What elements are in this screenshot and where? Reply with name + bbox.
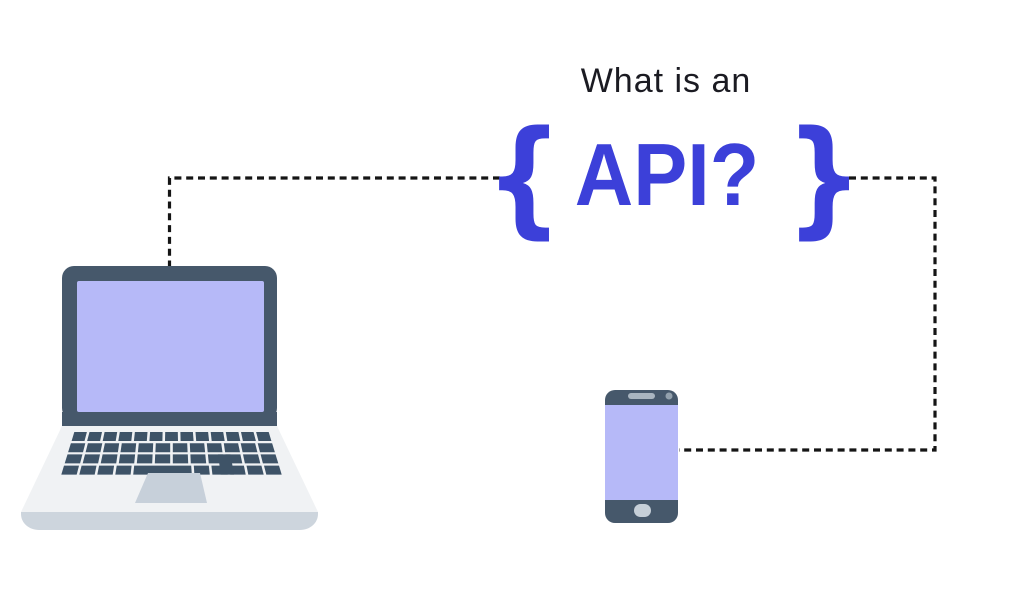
- laptop-base-edge: [21, 512, 318, 530]
- right-brace-icon: }: [785, 102, 863, 251]
- laptop-keyboard: [61, 432, 282, 475]
- phone-camera: [665, 392, 673, 400]
- phone-speaker: [628, 393, 655, 399]
- laptop-trackpad: [135, 473, 207, 503]
- phone-home-button: [634, 504, 651, 517]
- laptop-screen: [77, 281, 264, 412]
- laptop-connector-line: [167, 176, 500, 268]
- title-prefix: What is an: [580, 62, 752, 100]
- phone-screen: [605, 405, 678, 500]
- laptop-icon: [21, 266, 318, 530]
- laptop-hinge: [62, 412, 277, 426]
- title-main: API?: [574, 125, 760, 224]
- left-brace-icon: {: [485, 102, 563, 251]
- smartphone-icon: [605, 390, 678, 523]
